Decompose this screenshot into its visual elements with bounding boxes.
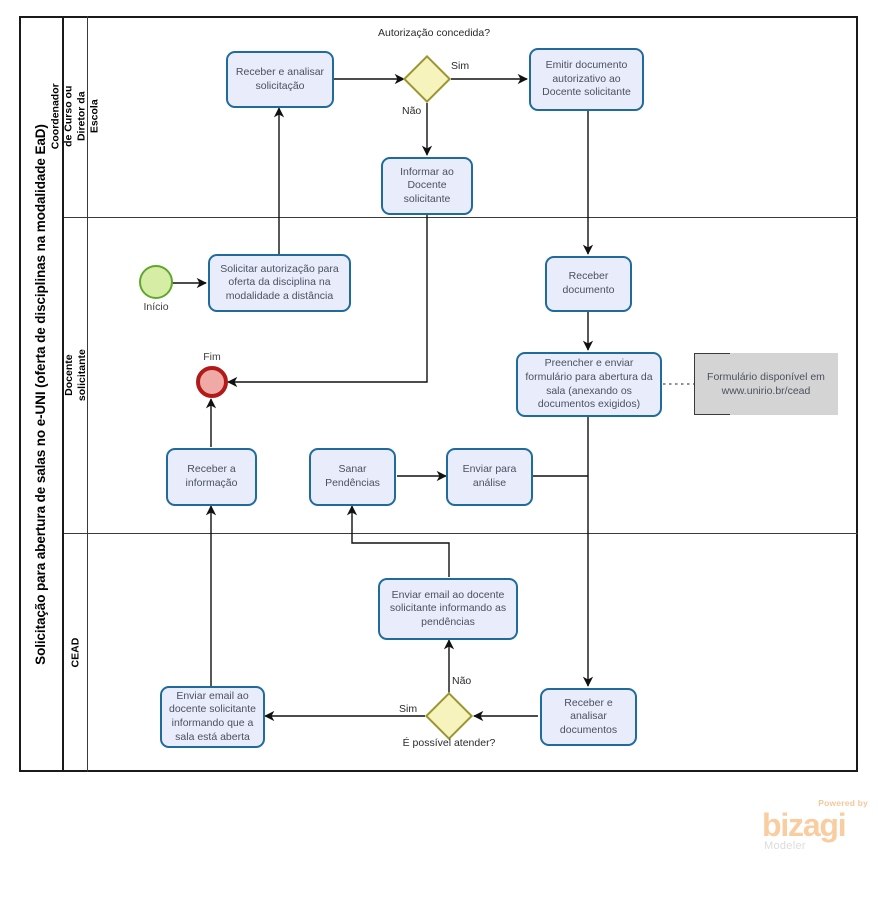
lane-header-cead: CEAD [64,533,88,772]
task-receber-analisar-solicitacao[interactable]: Receber e analisar solicitação [226,51,334,108]
flow-label-atender-sim: Sim [399,703,418,715]
bizagi-wordmark: bizagi [762,807,847,843]
lane-separator-1 [64,217,858,218]
task-sanar-pendencias[interactable]: Sanar Pendências [309,448,396,506]
task-emitir-documento[interactable]: Emitir documento autorizativo ao Docente… [529,48,644,111]
end-event[interactable] [196,366,228,398]
annotation-bracket [694,353,730,415]
task-preencher-enviar-formulario[interactable]: Preencher e enviar formulário para abert… [516,352,662,417]
gateway-possivel-atender[interactable] [424,691,474,741]
flow-email-pendencias-to-sanar [346,505,450,577]
task-receber-informacao[interactable]: Receber a informação [166,448,257,506]
lane-separator-2 [64,533,858,534]
gateway-diamond [424,691,474,741]
lane-header-coordenador: Coordenador de Curso ou Diretor da Escol… [49,16,101,217]
flow-label-atender-nao: Não [452,675,472,687]
pool-frame [19,16,858,772]
start-event-label: Início [143,301,169,313]
lane-label-cead: CEAD [68,637,81,668]
gateway-autorizacao-label: Autorização concedida? [378,27,491,39]
lane-header-docente: Docente solicitante [62,217,88,533]
task-enviar-analise[interactable]: Enviar para análise [446,448,533,506]
lane-label-docente: Docente solicitante [62,349,88,401]
task-receber-documento[interactable]: Receber documento [545,256,632,312]
flow-informar-to-fim [227,215,428,388]
gateway-possivel-atender-label: É possível atender? [402,737,496,749]
annotation-formulario: Formulário disponível em www.unirio.br/c… [694,353,838,415]
flow-label-autorizacao-nao: Não [402,105,422,117]
start-event[interactable] [139,265,173,299]
flow-label-autorizacao-sim: Sim [451,60,470,72]
end-event-label: Fim [203,351,221,363]
task-solicitar-autorizacao[interactable]: Solicitar autorização para oferta da dis… [208,254,351,312]
task-enviar-email-sala-aberta[interactable]: Enviar email ao docente solicitante info… [160,686,265,748]
powered-by-label: Powered by [818,798,868,808]
gateway-autorizacao[interactable] [402,54,452,104]
pool-title-column: Solicitação para abertura de salas no e-… [19,16,64,772]
gateway-diamond [402,54,452,104]
lane-label-coordenador: Coordenador de Curso ou Diretor da Escol… [49,83,101,150]
task-enviar-email-pendencias[interactable]: Enviar email ao docente solicitante info… [378,578,518,640]
modeler-label: Modeler [764,840,806,852]
task-informar-docente[interactable]: Informar ao Docente solicitante [381,157,473,215]
pool-title: Solicitação para abertura de salas no e-… [33,123,49,665]
task-receber-analisar-documentos[interactable]: Receber e analisar documentos [540,688,637,746]
bizagi-logo: Powered by bizagi Modeler [762,798,870,860]
